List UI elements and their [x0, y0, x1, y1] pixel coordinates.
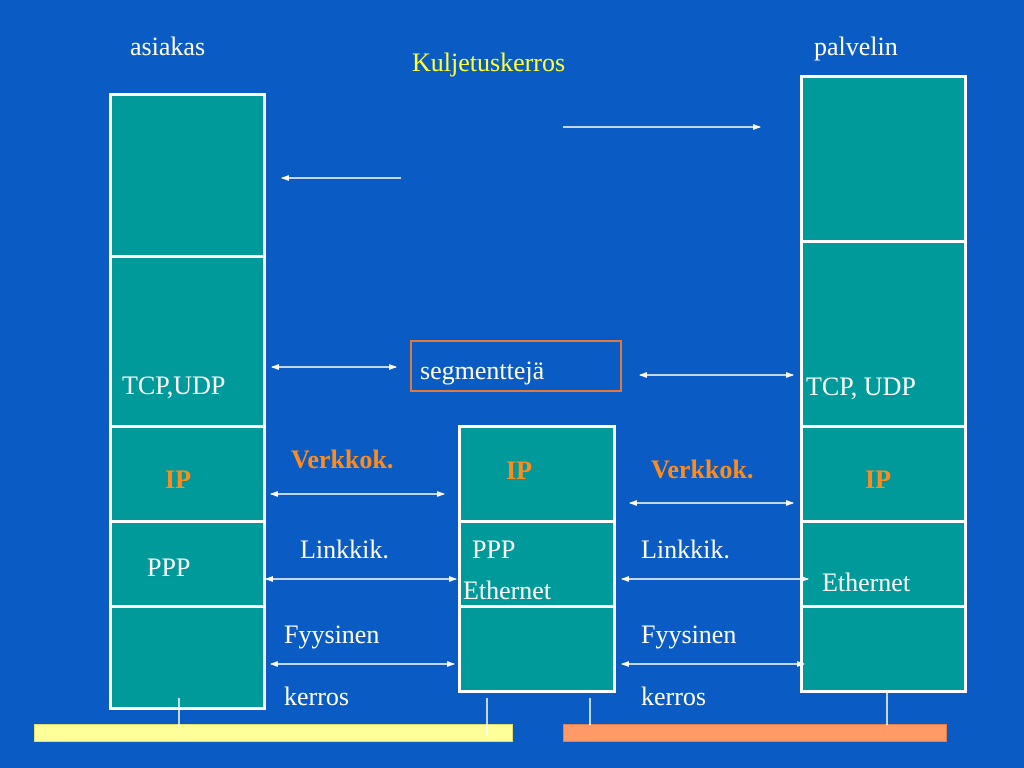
client-link-layer — [109, 520, 266, 608]
client-transport-layer — [109, 255, 266, 428]
segment-box — [410, 340, 622, 392]
right-network-gap-label: Verkkok. — [651, 455, 754, 484]
router-network-label: IP — [506, 456, 532, 485]
client-physical-layer — [109, 605, 266, 710]
client-link-label: PPP — [147, 553, 191, 582]
server-transport-layer — [800, 240, 967, 428]
server-transport-label: TCP, UDP — [806, 372, 916, 401]
server-physical-layer — [800, 605, 967, 693]
diagram-title: Kuljetuskerros — [412, 48, 566, 77]
server-link-layer — [800, 520, 967, 608]
client-network-label: IP — [165, 465, 191, 494]
left-link-gap-label: Linkkik. — [300, 535, 389, 564]
right-physical-gap-label-2: kerros — [641, 682, 706, 711]
right-network-bar — [563, 724, 947, 742]
server-application-layer — [800, 75, 967, 243]
server-network-label: IP — [865, 465, 891, 494]
left-network-bar — [34, 724, 513, 742]
client-transport-label: TCP,UDP — [122, 371, 226, 400]
left-physical-gap-label-2: kerros — [284, 682, 349, 711]
router-link-label-1: PPP — [472, 535, 516, 564]
segment-label: segmenttejä — [420, 356, 545, 385]
left-network-gap-label: Verkkok. — [291, 445, 394, 474]
client-label: asiakas — [130, 32, 206, 61]
server-link-label: Ethernet — [822, 568, 911, 597]
router-link-layer — [458, 520, 616, 608]
router-link-label-2: Ethernet — [463, 576, 552, 605]
router-physical-layer — [458, 605, 616, 693]
right-physical-gap-label-1: Fyysinen — [641, 620, 737, 649]
right-link-gap-label: Linkkik. — [641, 535, 730, 564]
left-physical-gap-label-1: Fyysinen — [284, 620, 380, 649]
server-label: palvelin — [814, 32, 898, 61]
server-network-layer — [800, 425, 967, 523]
